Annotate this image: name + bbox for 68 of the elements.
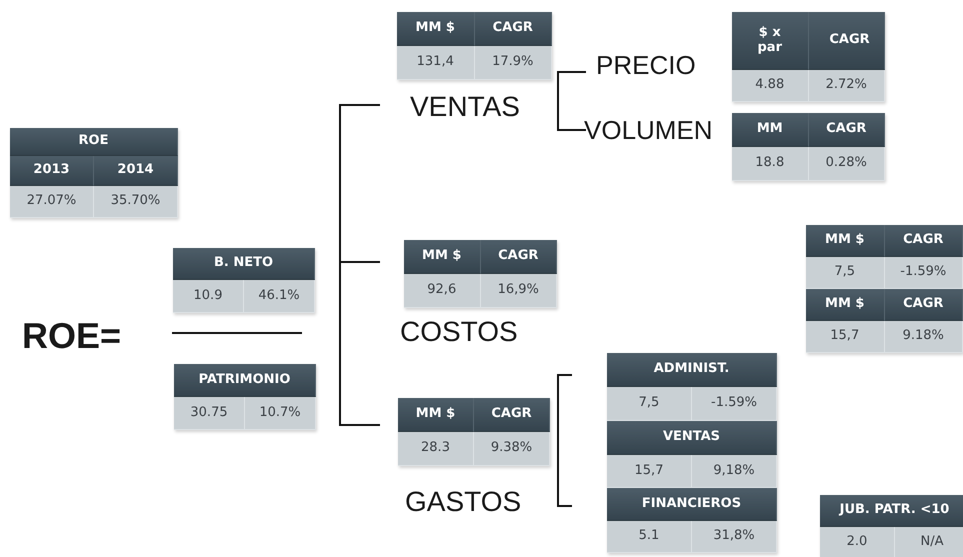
data-value: 9,18% (692, 455, 777, 488)
column-header: CAGR (884, 289, 963, 321)
data-value: 10.9 (173, 280, 244, 313)
column-header: $ x par (732, 12, 808, 70)
data-table (732, 12, 885, 102)
data-value: 35.70% (94, 186, 178, 218)
data-table (732, 113, 885, 181)
data-table (174, 364, 316, 430)
data-value: 27.07% (10, 186, 94, 218)
column-header: CAGR (884, 225, 963, 257)
column-header: MM $ (404, 240, 480, 274)
data-table (404, 240, 557, 308)
data-value: 4.88 (732, 70, 808, 102)
column-header: MM (732, 113, 808, 147)
data-value: 16,9% (480, 274, 557, 308)
column-header: 2013 (10, 156, 94, 186)
data-value: 31,8% (692, 521, 777, 553)
column-header: JUB. PATR. <10 (820, 495, 963, 527)
data-value: 30.75 (174, 397, 245, 430)
data-value: 15,7 (607, 455, 692, 488)
data-value: 46.1% (244, 280, 315, 313)
column-header: CAGR (474, 12, 552, 46)
data-value: 0.28% (808, 147, 885, 181)
column-header: MM $ (806, 289, 884, 321)
branch-label: PRECIO (596, 52, 696, 78)
data-table (398, 398, 550, 466)
data-value: 15,7 (806, 321, 884, 353)
data-table (10, 128, 178, 218)
data-value: 10.7% (245, 397, 316, 430)
column-header: CAGR (808, 113, 885, 147)
column-header: MM $ (806, 225, 884, 257)
data-value: -1.59% (692, 387, 777, 421)
data-value: 9.18% (884, 321, 963, 353)
data-value: 7,5 (607, 387, 692, 421)
column-header: CAGR (474, 398, 550, 432)
column-header: B. NETO (173, 248, 315, 280)
column-header: ADMINIST. (607, 353, 777, 387)
data-table (173, 248, 315, 313)
column-header: MM $ (397, 12, 474, 46)
branch-label: COSTOS (400, 318, 518, 346)
data-value: 2.0 (820, 527, 895, 557)
branch-label: GASTOS (405, 488, 522, 516)
data-value: N/A (895, 527, 963, 557)
data-table (820, 495, 963, 557)
column-header: 2014 (94, 156, 178, 186)
data-value: -1.59% (884, 257, 963, 289)
column-header: FINANCIEROS (607, 488, 777, 521)
data-value: 28.3 (398, 432, 474, 466)
column-header: CAGR (808, 12, 885, 70)
data-table (806, 225, 963, 353)
branch-label: VENTAS (410, 93, 520, 121)
column-header: CAGR (480, 240, 557, 274)
data-value: 18.8 (732, 147, 808, 181)
column-header: PATRIMONIO (174, 364, 316, 397)
column-header: ROE (10, 128, 178, 156)
data-value: 92,6 (404, 274, 480, 308)
data-value: 17.9% (474, 46, 552, 80)
formula-label: ROE= (22, 318, 122, 354)
data-value: 9.38% (474, 432, 550, 466)
column-header: VENTAS (607, 421, 777, 455)
data-value: 2.72% (808, 70, 885, 102)
data-table (397, 12, 552, 80)
data-value: 131,4 (397, 46, 474, 80)
branch-label: VOLUMEN (584, 117, 713, 143)
column-header: MM $ (398, 398, 474, 432)
data-value: 5.1 (607, 521, 692, 553)
data-value: 7,5 (806, 257, 884, 289)
data-table (607, 353, 777, 553)
